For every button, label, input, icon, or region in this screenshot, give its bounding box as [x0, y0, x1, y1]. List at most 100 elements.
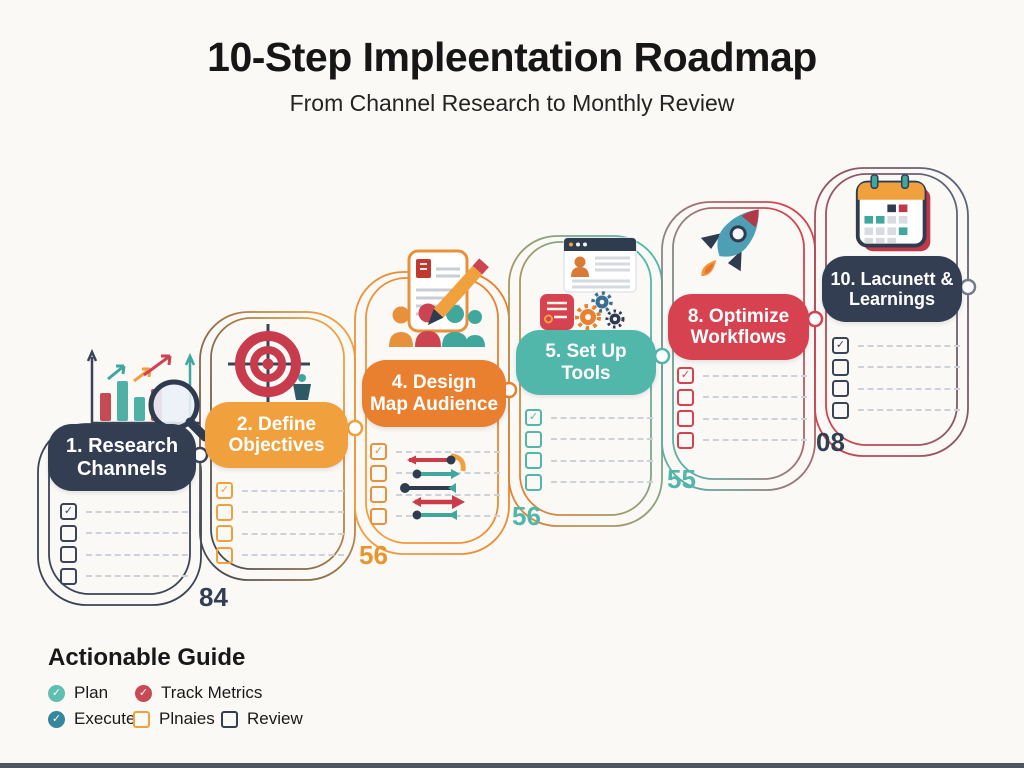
dashed-line: [858, 387, 960, 390]
dashed-line: [86, 532, 188, 535]
dashed-line: [703, 396, 807, 399]
dashed-line: [242, 511, 344, 514]
checklist-row: [216, 545, 344, 567]
empty-checkbox-icon: [60, 524, 77, 542]
dashed-line: [858, 366, 960, 369]
dashed-line: [551, 481, 653, 484]
legend-item-review: Review: [221, 709, 303, 729]
check-circle-icon: [135, 684, 152, 702]
checklist-row: [370, 484, 500, 506]
checklist-row: [60, 544, 188, 566]
step-5-checklist: [525, 407, 653, 493]
step-card-1: 1. Research Channels: [48, 424, 196, 491]
empty-checkbox-icon: [60, 546, 77, 564]
checklist-row: [370, 441, 500, 463]
checklist-row: [525, 450, 653, 472]
target-icon: [228, 324, 311, 404]
empty-checkbox-icon: [216, 525, 233, 543]
step-1-title-line1: 1. Research: [65, 435, 179, 458]
empty-checkbox-icon: [832, 401, 849, 419]
checklist-row: [216, 480, 344, 502]
checklist-row: [677, 430, 807, 452]
step-10-title-line1: 10. Lacunett &: [830, 268, 954, 289]
dashed-line: [858, 409, 960, 412]
dashed-line: [551, 416, 653, 419]
calendar-icon: [855, 174, 931, 252]
checklist-row: [832, 357, 960, 379]
empty-checkbox-icon: [370, 486, 387, 504]
checked-checkbox-icon: [677, 367, 694, 385]
empty-checkbox-icon: [832, 358, 849, 376]
junction-number-1: 84: [199, 582, 228, 612]
bottom-border-bar: [0, 763, 1024, 768]
junction-number-2: 56: [359, 540, 388, 570]
step-10-title-line2: Learnings: [848, 289, 936, 309]
step-2-checklist: [216, 480, 344, 566]
junction-number-3: 56: [512, 501, 541, 531]
junction-number-5: 08: [816, 427, 845, 457]
step-card-4: 4. Design Map Audience: [362, 360, 506, 427]
empty-checkbox-icon: [370, 464, 387, 482]
page-title: 10-Step Impleentation Roadmap: [207, 34, 817, 80]
checked-checkbox-icon: [216, 482, 233, 500]
checklist-row: [832, 378, 960, 400]
dashed-line: [858, 344, 960, 347]
dashed-line: [551, 438, 653, 441]
dashed-line: [242, 532, 344, 535]
dashed-line: [86, 575, 188, 578]
legend-label: Plnaies: [159, 709, 215, 728]
dashed-line: [703, 374, 807, 377]
document-people-pencil-icon: [389, 249, 489, 347]
page-subtitle: From Channel Research to Monthly Review: [289, 90, 735, 116]
checked-checkbox-icon: [832, 337, 849, 355]
checked-checkbox-icon: [370, 443, 387, 461]
dashed-line: [703, 439, 807, 442]
step-2-title-line1: 2. Define: [236, 413, 317, 435]
square-outline-icon: [133, 710, 150, 728]
dashed-line: [242, 554, 344, 557]
legend-label: Review: [247, 709, 303, 728]
checklist-row: [677, 408, 807, 430]
check-circle-icon: [48, 710, 65, 728]
step-1-title-line2: Channels: [76, 457, 168, 480]
step-1-checklist: [60, 501, 188, 587]
bar-chart-magnifier-icon: [86, 348, 210, 442]
checklist-row: [677, 387, 807, 409]
checklist-row: [832, 400, 960, 422]
checklist-row: [677, 365, 807, 387]
checklist-row: [216, 502, 344, 524]
legend-item-plnaies: Plnaies: [133, 709, 215, 729]
step-card-5: 5. Set Up Tools: [516, 330, 656, 395]
step-4-title-line2: Map Audience: [369, 393, 499, 415]
step-card-2: 2. Define Objectives: [205, 402, 348, 468]
checked-checkbox-icon: [525, 409, 542, 427]
step-8-title-line1: 8. Optimize: [687, 305, 790, 327]
checklist-row: [525, 472, 653, 494]
empty-checkbox-icon: [525, 430, 542, 448]
step-10-checklist: [832, 335, 960, 421]
dashed-line: [551, 459, 653, 462]
step-5-title-line2: Tools: [561, 362, 611, 384]
step-8-checklist: [677, 365, 807, 451]
empty-checkbox-icon: [525, 452, 542, 470]
checklist-row: [216, 523, 344, 545]
checklist-row: [60, 523, 188, 545]
checklist-row: [60, 501, 188, 523]
check-circle-icon: [48, 684, 65, 702]
checklist-row: [525, 407, 653, 429]
legend-label: Track Metrics: [161, 683, 263, 702]
checklist-row: [832, 335, 960, 357]
browser-gears-icon: [540, 237, 637, 330]
step-card-8: 8. Optimize Workflows: [668, 294, 809, 360]
empty-checkbox-icon: [677, 431, 694, 449]
legend-label: Execute: [74, 709, 136, 728]
empty-checkbox-icon: [216, 546, 233, 564]
dashed-line: [242, 489, 344, 492]
empty-checkbox-icon: [370, 507, 387, 525]
dashed-line: [396, 450, 500, 453]
legend-item-track-metrics: Track Metrics: [135, 683, 262, 703]
rocket-icon: [700, 209, 759, 277]
checklist-row: [525, 429, 653, 451]
legend-heading: Actionable Guide: [48, 644, 246, 671]
